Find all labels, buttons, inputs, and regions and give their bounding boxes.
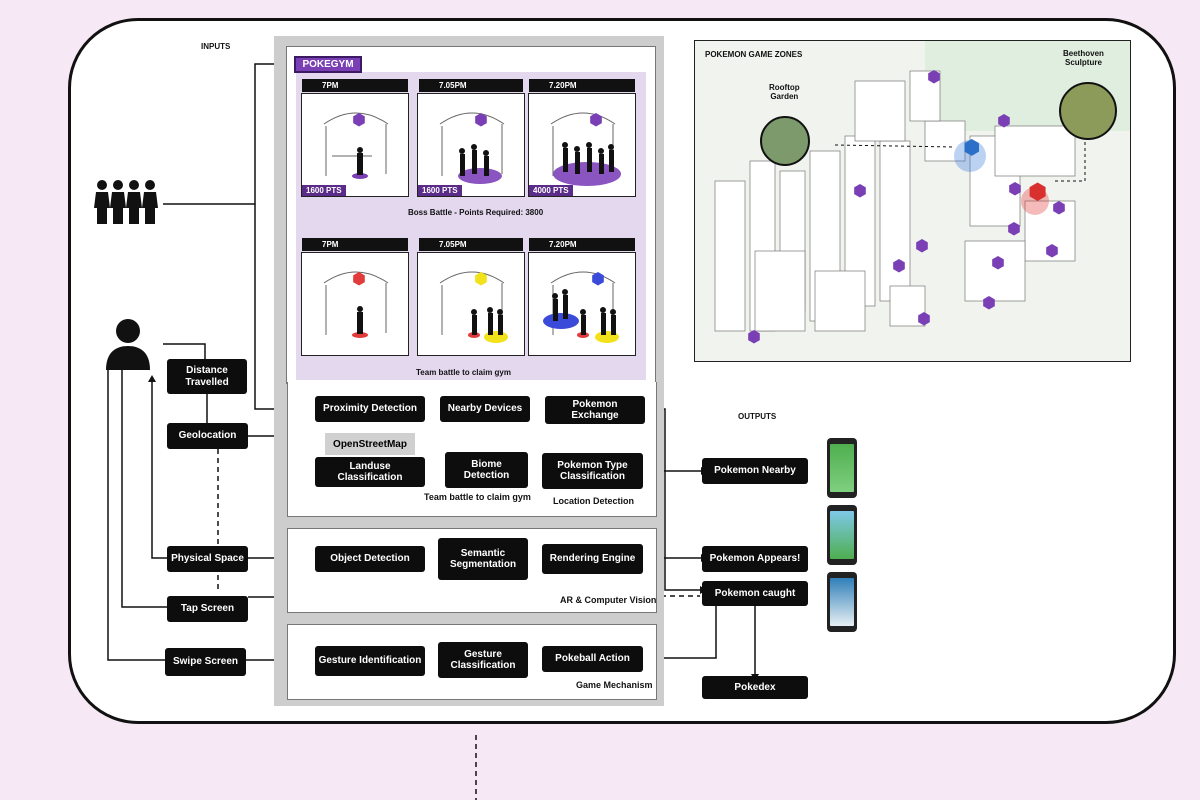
map-pin-icon: ⬢ [352,112,366,129]
map-pin-icon: ⬢ [474,271,488,288]
row1-scene-1: 1600 PTS ⬢ [301,93,409,197]
gesture-classification-box: Gesture Classification [438,642,528,678]
blue-pin-icon: ⬢ [963,137,981,159]
game-label: Game Mechanism [576,680,653,690]
pokemon-appears-box: Pokemon Appears! [702,546,808,572]
physical-space-box: Physical Space [167,546,248,572]
inputs-label: INPUTS [201,42,231,51]
gesture-identification-box: Gesture Identification [315,646,425,676]
row1-points-3: 4000 PTS [529,185,573,196]
map-pin-icon: ⬢ [591,271,605,288]
pokemon-exchange-box: Pokemon Exchange [545,396,645,424]
object-detection-box: Object Detection [315,546,425,572]
phone-map-screen [827,438,857,498]
ar-label: AR & Computer Vision [560,595,657,605]
row1-time-2: 7.05PM [419,79,523,92]
nearby-devices-box: Nearby Devices [440,396,530,422]
distance-travelled-box: Distance Travelled [167,359,247,394]
row2-scene-1: ⬢ [301,252,409,356]
map-pin-icon: ⬢ [1008,181,1022,198]
pokedex-box: Pokedex [702,676,808,699]
map-pin-icon: ⬢ [982,295,996,312]
swipe-screen-box: Swipe Screen [165,648,246,676]
row1-points-2: 1600 PTS [418,185,462,196]
row1-points-1: 1600 PTS [302,185,346,196]
map-pin-icon: ⬢ [589,112,603,129]
red-pin-icon: ⬢ [1028,179,1048,204]
row2-time-1: 7PM [302,238,408,251]
row2-caption: Team battle to claim gym [416,368,511,377]
location-sub-caption: Team battle to claim gym [424,492,531,502]
geolocation-box: Geolocation [167,423,248,449]
row2-scene-3: ⬢ [528,252,636,356]
phone-encounter-screen [827,505,857,565]
map-pin-icon: ⬢ [853,183,867,200]
rooftop-garden-label: Rooftop Garden [769,83,800,101]
map-pin-icon: ⬢ [892,258,906,275]
row1-caption: Boss Battle - Points Required: 3800 [408,208,544,217]
map-pin-icon: ⬢ [997,113,1011,130]
crowd-icon [94,180,158,224]
rendering-engine-box: Rendering Engine [542,544,643,574]
map-title: POKEMON GAME ZONES [705,50,803,59]
beethoven-sculpture-label: Beethoven Sculpture [1063,49,1104,67]
map-pin-icon: ⬢ [747,329,761,346]
map-pin-icon: ⬢ [1007,221,1021,238]
outputs-label: OUTPUTS [738,412,777,421]
tap-screen-box: Tap Screen [167,596,248,622]
pokemon-caught-box: Pokemon caught [702,581,808,606]
pokegym-title: POKEGYM [294,56,362,73]
semantic-segmentation-box: Semantic Segmentation [438,538,528,580]
proximity-detection-box: Proximity Detection [315,396,425,422]
pokemon-type-box: Pokemon Type Classification [542,453,643,489]
row2-time-3: 7.20PM [529,238,635,251]
biome-detection-box: Biome Detection [445,452,528,488]
phone-pokedex-screen [827,572,857,632]
row2-time-2: 7.05PM [419,238,523,251]
row1-time-3: 7.20PM [529,79,635,92]
map-pin-icon: ⬢ [927,69,941,86]
openstreetmap-tag: OpenStreetMap [325,433,415,455]
map-pin-icon: ⬢ [917,311,931,328]
pokemon-nearby-box: Pokemon Nearby [702,458,808,484]
map-pin-icon: ⬢ [991,255,1005,272]
map-pin-icon: ⬢ [915,238,929,255]
map-pin-icon: ⬢ [1045,243,1059,260]
row1-scene-3: 4000 PTS ⬢ [528,93,636,197]
map-pin-icon: ⬢ [474,112,488,129]
row2-scene-2: ⬢ [417,252,525,356]
row1-time-1: 7PM [302,79,408,92]
user-icon [106,319,150,370]
row1-scene-2: 1600 PTS ⬢ [417,93,525,197]
location-detection-label: Location Detection [553,496,635,506]
map-pin-icon: ⬢ [1052,200,1066,217]
landuse-classification-box: Landuse Classification [315,457,425,487]
pokeball-action-box: Pokeball Action [542,646,643,672]
game-zones-map: POKEMON GAME ZONES Rooftop Garden Beetho… [694,40,1131,362]
map-pin-icon: ⬢ [352,271,366,288]
